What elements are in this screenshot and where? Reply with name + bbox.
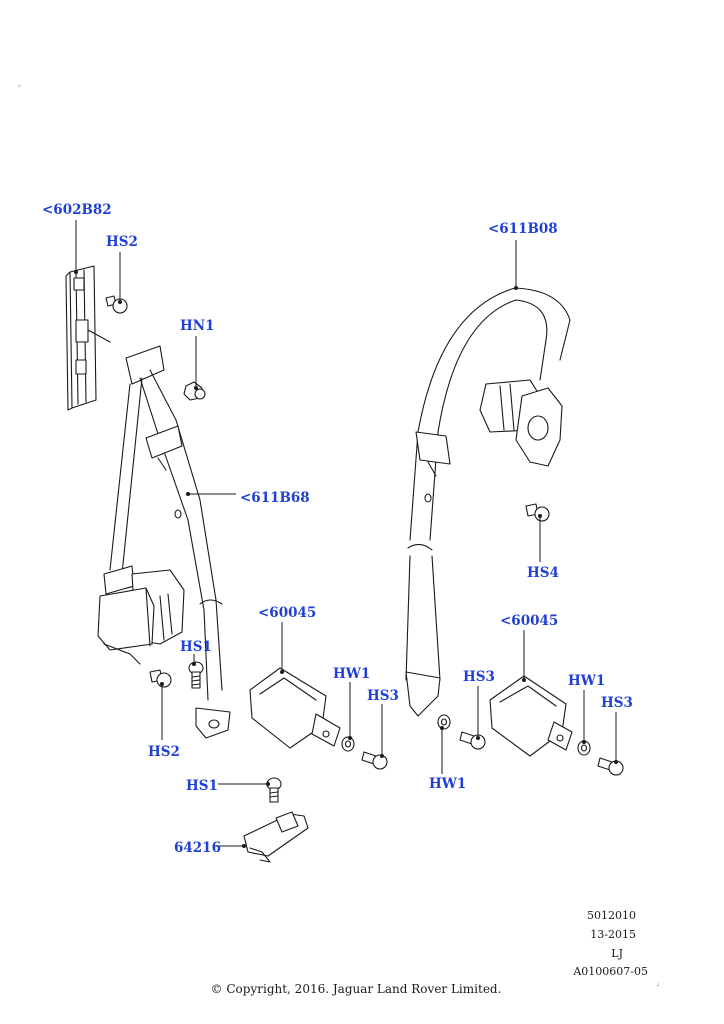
callout-60045-left: <60045: [258, 605, 317, 621]
leader-lines: [74, 220, 618, 848]
callout-611b08: <611B08: [488, 221, 558, 237]
callout-hs3-left: HS3: [367, 688, 399, 704]
callout-hn1: HN1: [180, 318, 215, 334]
callout-hs1-bottom: HS1: [186, 778, 218, 794]
nut-hn1: [183, 381, 206, 401]
callout-hs1-mid: HS1: [180, 639, 212, 655]
callout-602b82: <602B82: [42, 202, 112, 218]
bolt-hs1-bottom: [266, 777, 282, 803]
washer-hw1-mid: [437, 714, 451, 730]
callout-hs2-top: HS2: [106, 234, 138, 250]
bolt-hs3-mid: [459, 731, 486, 750]
right-buckle: [489, 675, 573, 757]
callout-hs3-right: HS3: [601, 695, 633, 711]
washer-hw1-left: [341, 736, 355, 752]
bolt-hs1-mid: [188, 661, 204, 689]
callout-611b68: <611B68: [240, 490, 310, 506]
right-retractor: [479, 379, 563, 467]
left-belt-webbing: [109, 345, 231, 739]
meta-code: 5012010: [587, 909, 636, 922]
callout-hw1-right: HW1: [568, 673, 606, 689]
bracket-64216: [243, 811, 309, 863]
left-buckle: [249, 667, 341, 749]
corner-mark-top: ⌜: [18, 84, 22, 93]
callout-60045-right: <60045: [500, 613, 559, 629]
callout-hw1-mid: HW1: [429, 776, 467, 792]
left-retractor: [97, 565, 185, 665]
right-belt-webbing: [405, 287, 571, 717]
callout-hw1-left: HW1: [333, 666, 371, 682]
meta-date: 13-2015: [590, 928, 636, 941]
bolt-hs4: [525, 503, 550, 522]
bolt-hs2-top: [105, 295, 128, 314]
copyright-notice: © Copyright, 2016. Jaguar Land Rover Lim…: [210, 982, 502, 996]
bolt-hs3-left: [361, 751, 388, 770]
corner-mark-bottom: ⌟: [656, 978, 660, 987]
callout-hs4: HS4: [527, 565, 559, 581]
callout-hs2-bottom: HS2: [148, 744, 180, 760]
meta-initials: LJ: [611, 947, 623, 960]
meta-ref: A0100607-05: [573, 965, 648, 978]
callout-64216: 64216: [174, 840, 221, 856]
callout-hs3-mid: HS3: [463, 669, 495, 685]
bolt-hs3-right: [597, 757, 624, 776]
height-adjuster-rail: [65, 265, 111, 411]
